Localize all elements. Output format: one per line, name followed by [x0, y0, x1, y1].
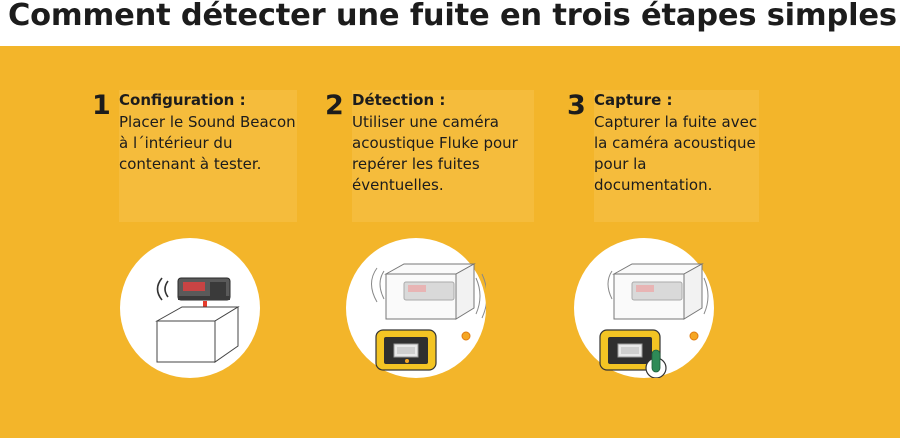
- step-title: Capture :: [594, 91, 673, 109]
- acoustic-camera-icon: [599, 329, 661, 371]
- acoustic-camera-icon: [375, 329, 437, 371]
- step-text-box: Détection : Utiliser une caméra acoustiq…: [352, 90, 534, 222]
- open-box-icon: [155, 306, 240, 363]
- illustration-detection: [346, 238, 486, 378]
- box-with-beacon-icon: [371, 263, 486, 320]
- step-description: Placer le Sound Beacon à l´intérieur du …: [119, 113, 296, 173]
- step-title: Configuration :: [119, 91, 246, 109]
- box-with-beacon-icon: [607, 263, 709, 320]
- step-description: Utiliser une caméra acoustique Fluke pou…: [352, 113, 518, 194]
- step-title: Détection :: [352, 91, 446, 109]
- step-text-box: Configuration : Placer le Sound Beacon à…: [119, 90, 297, 222]
- leak-point-icon: [689, 331, 699, 341]
- step-text-box: Capture : Capturer la fuite avec la camé…: [594, 90, 759, 222]
- illustration-capture: [574, 238, 714, 378]
- sound-beacon-icon: [156, 277, 231, 301]
- finger-tapping-camera-illustration: [599, 263, 709, 378]
- finger-tap-icon: [645, 349, 667, 378]
- illustration-setup: [120, 238, 260, 378]
- step-number: 1: [92, 90, 111, 121]
- page-title: Comment détecter une fuite en trois étap…: [8, 0, 897, 33]
- acoustic-camera-detecting-illustration: [371, 263, 486, 371]
- leak-point-icon: [461, 331, 471, 341]
- step-description: Capturer la fuite avec la caméra acousti…: [594, 113, 758, 194]
- step-number: 3: [567, 90, 586, 121]
- step-number: 2: [325, 90, 344, 121]
- sound-beacon-into-box-illustration: [155, 277, 240, 363]
